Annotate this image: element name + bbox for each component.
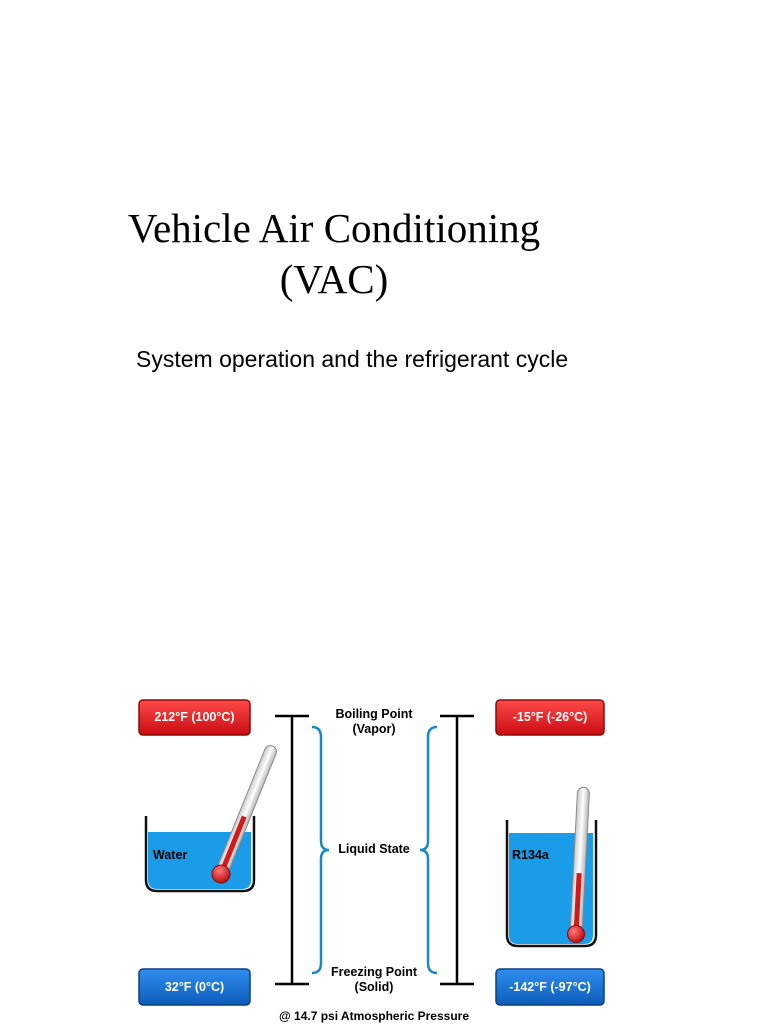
r134a-freezing-box	[495, 968, 605, 1006]
slide-subtitle: System operation and the refrigerant cyc…	[136, 346, 569, 372]
r134a-boiling-box	[495, 699, 605, 736]
water-freezing-label: 32°F (0°C)	[164, 980, 225, 994]
title-line-2: (VAC)	[279, 256, 389, 302]
r134a-thermometer-icon	[567, 786, 590, 943]
freezing-point-label: Freezing Point (Solid)	[314, 965, 434, 995]
title-line-1: Vehicle Air Conditioning	[127, 205, 541, 251]
freezing-point-line2: (Solid)	[354, 980, 394, 994]
water-label: Water	[153, 848, 188, 862]
r134a-freezing-label: -142°F (-97°C)	[509, 980, 591, 994]
right-range-bar	[440, 714, 474, 986]
r134a-label: R134a	[512, 848, 549, 862]
slide-title: Vehicle Air Conditioning (VAC)	[0, 203, 668, 305]
water-freezing-box	[138, 968, 251, 1006]
r134a-boiling-label: -15°F (-26°C)	[512, 710, 588, 724]
left-range-bar	[275, 714, 309, 986]
water-thermometer-icon	[211, 745, 277, 884]
boiling-point-label: Boiling Point (Vapor)	[314, 707, 434, 737]
liquid-state-label: Liquid State	[338, 842, 410, 856]
freezing-point-line1: Freezing Point	[330, 965, 418, 979]
boiling-point-line2: (Vapor)	[352, 722, 396, 736]
pressure-note: @ 14.7 psi Atmospheric Pressure	[278, 1009, 469, 1023]
right-curly-bracket	[419, 725, 438, 975]
boiling-point-line1: Boiling Point	[335, 707, 413, 721]
water-boiling-label: 212°F (100°C)	[154, 710, 235, 724]
water-boiling-box	[138, 699, 251, 736]
left-curly-bracket	[311, 725, 330, 975]
